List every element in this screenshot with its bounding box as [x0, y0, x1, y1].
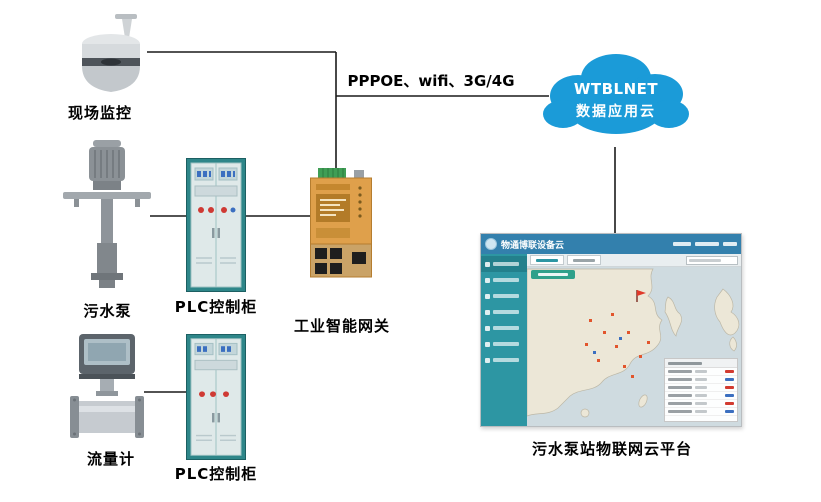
platform-map	[527, 267, 741, 426]
platform-sidebar-item	[481, 352, 527, 368]
plc-cabinet-top	[186, 158, 246, 292]
map-marker	[589, 319, 592, 322]
platform-header-menu	[673, 242, 737, 246]
flowmeter-device	[70, 334, 144, 444]
map-marker	[603, 331, 606, 334]
plc-cabinet-icon	[186, 158, 246, 292]
platform-sidebar-item	[481, 320, 527, 336]
platform-data-panel	[664, 358, 738, 422]
map-landmass	[527, 268, 740, 418]
cloud: WTBLNET 数据应用云	[536, 44, 696, 150]
cloud-name: WTBLNET	[573, 80, 659, 98]
map-marker	[597, 359, 600, 362]
data-panel-row	[665, 384, 737, 392]
platform-tab-active	[530, 255, 564, 265]
cloud-icon	[543, 54, 689, 134]
pump-icon	[63, 140, 151, 288]
platform-tab	[567, 255, 601, 265]
gateway-label: 工业智能网关	[293, 317, 390, 335]
pump-device	[62, 140, 152, 298]
gateway-icon	[310, 168, 372, 278]
data-panel-header	[665, 359, 737, 368]
map-marker	[615, 345, 618, 348]
platform-sidebar	[481, 254, 527, 426]
platform-sidebar-item	[481, 256, 527, 272]
pump-label: 污水泵	[83, 302, 132, 320]
data-panel-row	[665, 368, 737, 376]
map-marker	[611, 313, 614, 316]
camera-device	[75, 14, 147, 98]
map-marker	[631, 375, 634, 378]
data-panel-row	[665, 408, 737, 416]
map-marker	[585, 343, 588, 346]
map-marker	[639, 355, 642, 358]
platform-sidebar-item	[481, 288, 527, 304]
gateway-device	[310, 168, 372, 278]
platform-sidebar-item	[481, 336, 527, 352]
platform-title: 物通博联设备云	[501, 240, 565, 251]
platform-sidebar-item	[481, 304, 527, 320]
plc-top-label: PLC控制柜	[174, 298, 258, 316]
map-marker	[647, 341, 650, 344]
data-panel-row	[665, 376, 737, 384]
platform-tabs	[527, 254, 741, 267]
plc-cabinet-bottom	[186, 334, 246, 460]
camera-label: 现场监控	[67, 104, 132, 122]
map-marker	[627, 331, 630, 334]
platform-caption: 污水泵站物联网云平台	[531, 440, 692, 458]
flowmeter-icon	[70, 334, 144, 438]
data-panel-row	[665, 400, 737, 408]
camera-icon	[82, 14, 140, 92]
cloud-subtitle: 数据应用云	[576, 104, 656, 120]
platform-logo-icon	[485, 238, 497, 250]
flowmeter-label: 流量计	[86, 450, 135, 468]
platform-screenshot: 物通博联设备云	[480, 233, 742, 427]
plc-cabinet-icon	[186, 334, 246, 460]
platform-header: 物通博联设备云	[481, 234, 741, 254]
platform-sidebar-item	[481, 272, 527, 288]
map-refresh-button	[531, 270, 575, 279]
link-protocols-label: PPPOE、wifi、3G/4G	[347, 72, 515, 90]
platform-search-box	[686, 255, 738, 265]
plc-bottom-label: PLC控制柜	[174, 465, 258, 483]
map-marker	[623, 365, 626, 368]
data-panel-row	[665, 392, 737, 400]
map-marker-blue	[619, 337, 622, 340]
map-marker-blue	[593, 351, 596, 354]
